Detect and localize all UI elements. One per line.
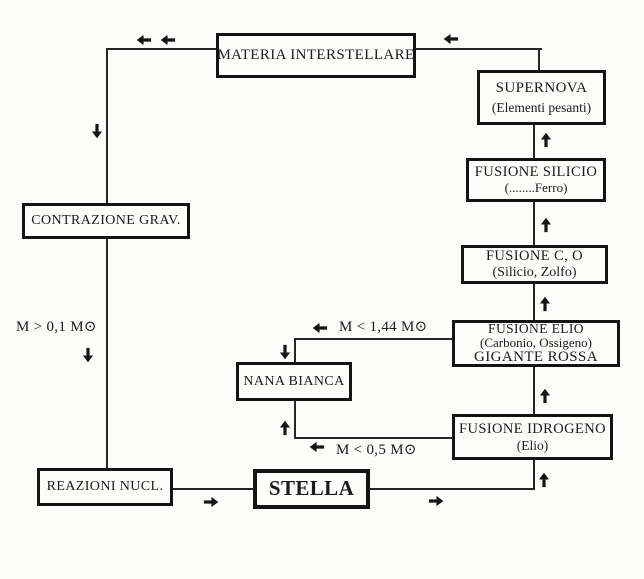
- node-supernova: SUPERNOVA (Elementi pesanti): [477, 70, 606, 125]
- connector-idrogeno-bottom: [533, 459, 535, 490]
- connector-nana-top: [294, 338, 296, 363]
- nana-bianca-label: NANA BIANCA: [243, 373, 345, 389]
- arrow-up-icon: [537, 296, 553, 312]
- arrow-up-icon: [536, 472, 552, 488]
- node-fusione-elio-gigante-rossa: FUSIONE ELIO (Carbonio, Ossigeno) GIGANT…: [452, 320, 620, 367]
- arrow-left-icon: [309, 441, 325, 453]
- mass-label-m-gt-0-1: M > 0,1 M⊙: [16, 319, 97, 335]
- node-fusione-silicio: FUSIONE SILICIO (........Ferro): [466, 158, 606, 202]
- node-materia-interstellare: MATERIA INTERSTELLARE: [216, 33, 416, 78]
- connector-supernova-top: [538, 48, 540, 70]
- connector-reazioni-to-stella: [172, 488, 254, 490]
- gigante-rossa-label: GIGANTE ROSSA: [474, 348, 598, 365]
- arrow-right-icon: [428, 495, 444, 507]
- contrazione-grav-label: CONTRAZIONE GRAV.: [31, 213, 181, 229]
- arrow-down-icon: [80, 347, 96, 363]
- node-fusione-idrogeno: FUSIONE IDROGENO (Elio): [452, 414, 613, 460]
- node-nana-bianca: NANA BIANCA: [236, 362, 352, 401]
- connector-supernova-to-materia: [416, 48, 542, 50]
- arrow-up-icon: [538, 132, 554, 148]
- materia-interstellare-label: MATERIA INTERSTELLARE: [217, 47, 415, 64]
- connector-idrogeno-to-nana: [294, 437, 453, 439]
- supernova-sublabel: (Elementi pesanti): [491, 100, 592, 116]
- fusione-idrogeno-label: FUSIONE IDROGENO: [459, 420, 606, 437]
- stella-label: STELLA: [268, 476, 355, 501]
- mass-label-m-lt-0-5: M < 0,5 M⊙: [336, 442, 417, 458]
- node-contrazione-grav: CONTRAZIONE GRAV.: [22, 203, 190, 239]
- fusione-elio-label: FUSIONE ELIO: [488, 320, 584, 336]
- connector-elio-to-nana: [294, 338, 453, 340]
- arrow-left-icon: [312, 322, 328, 334]
- arrow-up-icon: [277, 420, 293, 436]
- arrow-left-icon: [136, 34, 152, 46]
- connector-materia-to-left-corner: [107, 48, 216, 50]
- fusione-idrogeno-sublabel: (Elio): [516, 437, 549, 453]
- connector-nana-bottom: [294, 399, 296, 439]
- mass-label-m-lt-1-44: M < 1,44 M⊙: [339, 319, 428, 335]
- connector-stella-to-right: [369, 488, 535, 490]
- fusione-c-o-sublabel: (Silicio, Zolfo): [492, 264, 577, 280]
- arrow-left-icon: [160, 34, 176, 46]
- node-fusione-c-o: FUSIONE C, O (Silicio, Zolfo): [461, 245, 608, 284]
- arrow-down-icon: [277, 344, 293, 360]
- reazioni-nucl-label: REAZIONI NUCL.: [46, 479, 164, 495]
- arrow-right-icon: [203, 496, 219, 508]
- supernova-label: SUPERNOVA: [495, 79, 588, 96]
- arrow-left-icon: [443, 33, 459, 45]
- fusione-elio-sublabel: (Carbonio, Ossigeno): [480, 334, 592, 350]
- arrow-up-icon: [537, 388, 553, 404]
- arrow-down-icon: [89, 123, 105, 139]
- fusione-silicio-label: FUSIONE SILICIO: [474, 164, 598, 181]
- fusione-silicio-sublabel: (........Ferro): [504, 179, 568, 195]
- arrow-up-icon: [538, 217, 554, 233]
- node-stella: STELLA: [253, 469, 370, 509]
- fusione-c-o-label: FUSIONE C, O: [485, 247, 584, 264]
- node-reazioni-nucl: REAZIONI NUCL.: [37, 468, 173, 506]
- connector-left-vertical: [106, 48, 108, 468]
